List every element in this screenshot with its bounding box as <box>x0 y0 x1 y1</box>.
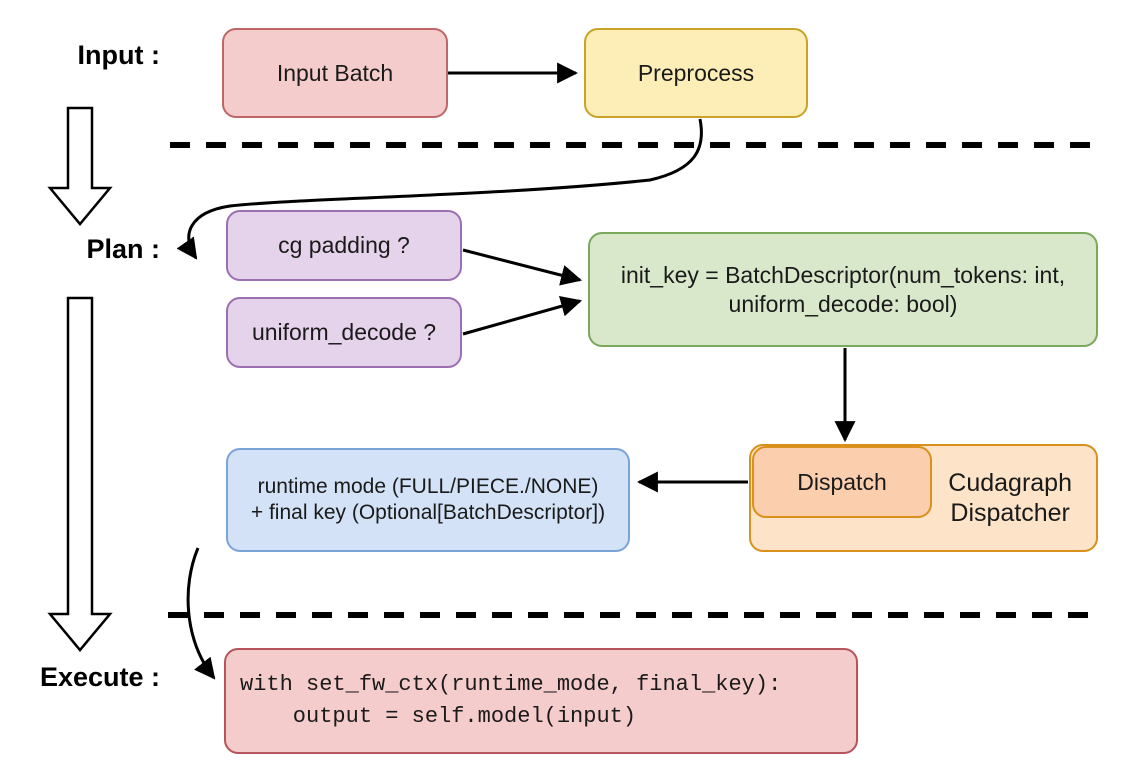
node-input-batch-label: Input Batch <box>276 59 394 86</box>
node-execute-code[interactable]: with set_fw_ctx(runtime_mode, final_key)… <box>224 648 858 754</box>
plan-to-execute-arrow <box>47 296 113 652</box>
node-dispatch[interactable]: Dispatch <box>752 446 932 518</box>
node-init-key-label: init_key = BatchDescriptor(num_tokens: i… <box>620 262 1066 317</box>
node-preprocess[interactable]: Preprocess <box>584 28 808 118</box>
node-runtime-mode-label: runtime mode (FULL/PIECE./NONE) + final … <box>250 475 606 524</box>
node-cudagraph-dispatcher-label: Cudagraph Dispatcher <box>948 468 1072 528</box>
node-uniform-decode-label: uniform_decode ? <box>251 319 437 346</box>
node-cg-padding[interactable]: cg padding ? <box>226 210 462 281</box>
node-dispatch-label: Dispatch <box>797 468 887 495</box>
node-preprocess-label: Preprocess <box>637 59 755 86</box>
stage-label-plan: Plan : <box>86 234 160 264</box>
runtime-mode-to-execute-code-connector <box>186 547 216 680</box>
node-input-batch[interactable]: Input Batch <box>222 28 448 118</box>
node-runtime-mode[interactable]: runtime mode (FULL/PIECE./NONE) + final … <box>226 448 630 552</box>
input-to-plan-arrow <box>47 106 113 226</box>
node-init-key[interactable]: init_key = BatchDescriptor(num_tokens: i… <box>588 232 1098 347</box>
node-uniform-decode[interactable]: uniform_decode ? <box>226 297 462 368</box>
stage-label-input: Input : <box>77 40 160 70</box>
stage-label-execute: Execute : <box>39 662 160 692</box>
node-execute-code-label: with set_fw_ctx(runtime_mode, final_key)… <box>240 672 782 729</box>
uniform-decode-to-init-key-connector <box>462 296 583 336</box>
cg-padding-to-init-key-connector <box>462 248 583 286</box>
node-cg-padding-label: cg padding ? <box>278 232 410 259</box>
